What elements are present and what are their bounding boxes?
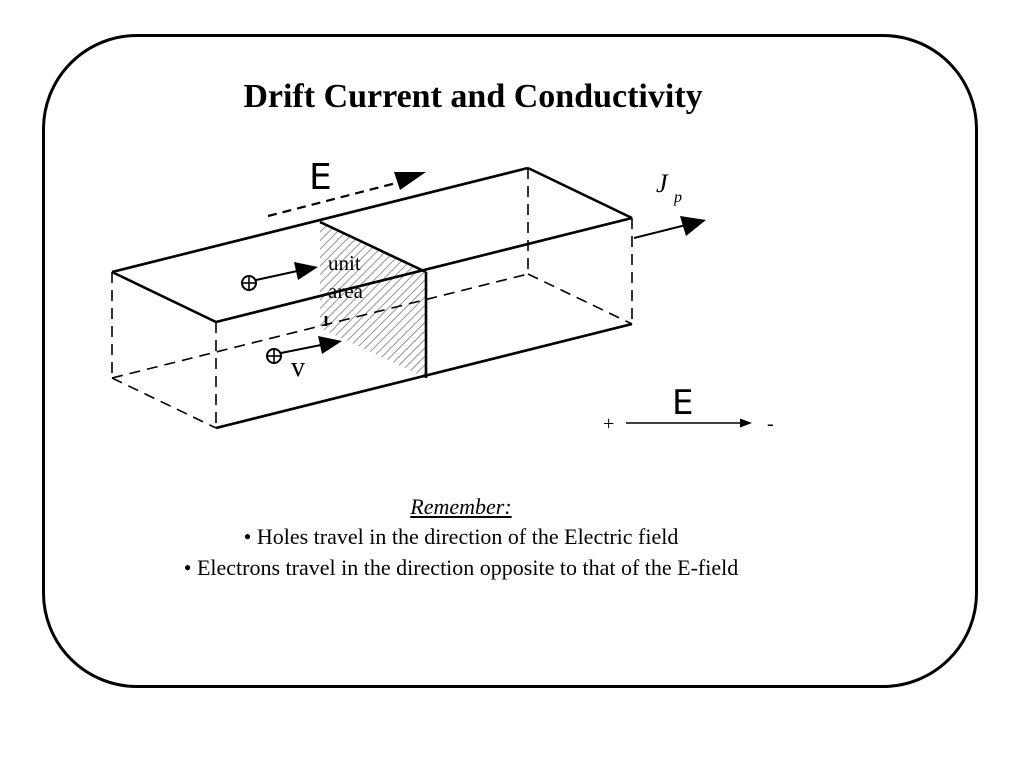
note-holes: • Holes travel in the direction of the E… (243, 524, 679, 549)
plus-sign: + (603, 413, 614, 435)
note-electrons: • Electrons travel in the direction oppo… (183, 555, 739, 580)
hole-velocity-arrow-lower (280, 336, 342, 354)
field-arrow-top (267, 172, 426, 218)
current-subscript: p (673, 189, 682, 206)
bar-dashed-edges (111, 168, 633, 429)
field-arrow-right (626, 418, 752, 428)
minus-sign: - (767, 413, 774, 435)
velocity-label: v (291, 352, 305, 383)
slide-frame (42, 34, 978, 688)
unit-area-label-line1: unit (328, 251, 361, 275)
current-label: J (656, 169, 669, 198)
unit-area-label-line2: area (328, 279, 364, 303)
field-label-right: E (672, 383, 693, 423)
slide-title: Drift Current and Conductivity (243, 78, 703, 115)
hole-velocity-arrow-upper (255, 262, 318, 281)
current-arrow (633, 216, 706, 239)
hole-particle-lower (266, 348, 282, 364)
remember-heading: Remember: (410, 494, 512, 519)
hole-particle-upper (241, 275, 257, 291)
field-label-top: E (309, 157, 332, 198)
unit-area-cross-section (320, 222, 426, 378)
current-symbol: J p (656, 169, 682, 206)
